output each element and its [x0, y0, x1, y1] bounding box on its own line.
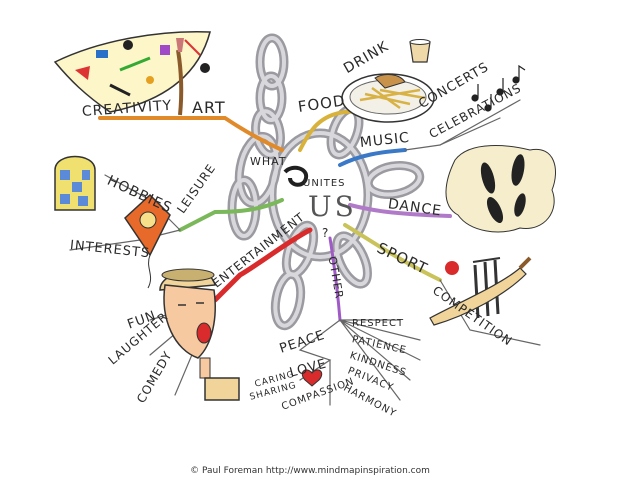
- dance-footprints-illustration: [445, 145, 556, 233]
- cricket-illustration: [429, 256, 532, 326]
- art-canvas-illustration: [53, 31, 211, 116]
- branch-dance: [348, 203, 452, 218]
- label-respect: RESPECT: [352, 318, 405, 329]
- branch-competition: [439, 279, 541, 346]
- branch-food: [298, 108, 372, 152]
- center-question-mark: ?: [322, 226, 330, 240]
- kite-illustration: [124, 193, 171, 289]
- branch-concerts: [439, 117, 501, 146]
- food-drink-illustration: [341, 39, 435, 123]
- center-label-unites: UNITES: [303, 178, 346, 189]
- branch-leisure: [178, 198, 284, 232]
- branch-sport: [343, 223, 442, 282]
- heart-icon: [301, 369, 323, 387]
- music-notes-illustration: [471, 64, 526, 112]
- branch-values: [339, 319, 421, 401]
- credit-footer: © Paul Foreman http://www.mindmapinspira…: [190, 466, 430, 476]
- center-label-us: US: [308, 190, 357, 223]
- branch-peace-love: [298, 319, 341, 406]
- branch-music: [338, 148, 407, 167]
- hobbies-jigsaw-illustration: [54, 155, 96, 211]
- comedian-illustration: [159, 268, 240, 401]
- what-connector: [283, 165, 309, 187]
- label-art: ART: [192, 98, 226, 117]
- branch-entertainment: [212, 227, 313, 303]
- center-question-what: WHAT: [250, 155, 287, 168]
- branch-other: [328, 236, 342, 322]
- branch-creativity: [98, 116, 284, 152]
